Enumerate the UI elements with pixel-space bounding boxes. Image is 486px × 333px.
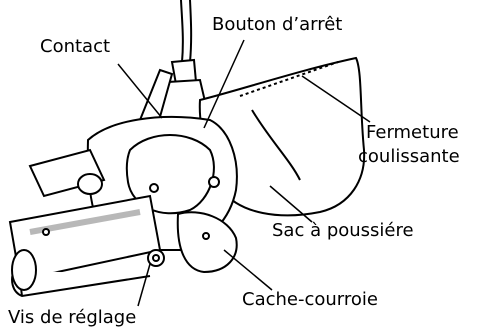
label-vis-reglage: Vis de réglage — [8, 307, 136, 328]
belt-cover — [178, 212, 237, 272]
sanding-belt — [10, 196, 160, 296]
label-fermeture: Fermeture — [366, 122, 459, 143]
label-coulissante: coulissante — [358, 146, 460, 167]
leader-cache — [224, 250, 272, 290]
front-knob — [30, 150, 104, 196]
leader-vis — [138, 264, 150, 306]
power-cord — [181, 0, 191, 62]
label-sac: Sac à poussiére — [272, 220, 414, 241]
adjustment-screw — [148, 250, 164, 266]
label-bouton-arret: Bouton d’arrêt — [212, 14, 342, 35]
label-contact: Contact — [40, 36, 110, 57]
label-cache-courroie: Cache-courroie — [242, 289, 378, 310]
